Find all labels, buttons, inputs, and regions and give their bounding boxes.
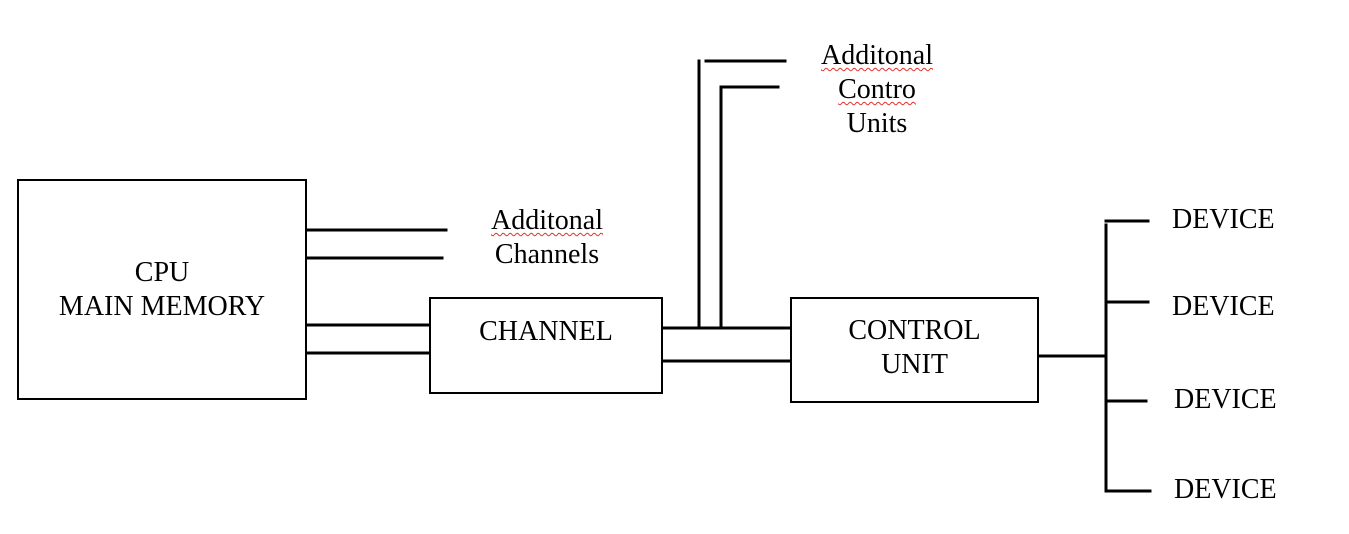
cpu-main-memory-box: CPU MAIN MEMORY bbox=[17, 179, 307, 400]
main-memory-label: MAIN MEMORY bbox=[58, 290, 266, 322]
device-label-3: DEVICE bbox=[1174, 384, 1277, 415]
device-label-1: DEVICE bbox=[1172, 204, 1275, 235]
unit-label: UNIT bbox=[881, 349, 948, 380]
control-label: CONTROL bbox=[848, 315, 981, 346]
control-unit-box: CONTROL UNIT bbox=[790, 297, 1039, 403]
cpu-label: CPU bbox=[134, 256, 190, 288]
additional-control-units-label: Additonal Contro Units bbox=[802, 39, 952, 141]
channel-label: CHANNEL bbox=[479, 316, 613, 347]
device-label-4: DEVICE bbox=[1174, 474, 1277, 505]
additional-control-units-label-line2: Contro bbox=[838, 74, 916, 105]
additional-channels-label-line1: Additonal bbox=[491, 205, 603, 236]
additional-control-units-label-line1: Additonal bbox=[821, 40, 933, 71]
device-label-2: DEVICE bbox=[1172, 291, 1275, 322]
additional-channels-label-line2: Channels bbox=[494, 239, 600, 270]
additional-control-units-label-line3: Units bbox=[846, 108, 908, 139]
channel-box: CHANNEL bbox=[429, 297, 663, 394]
additional-channels-label: Additonal Channels bbox=[472, 204, 622, 272]
